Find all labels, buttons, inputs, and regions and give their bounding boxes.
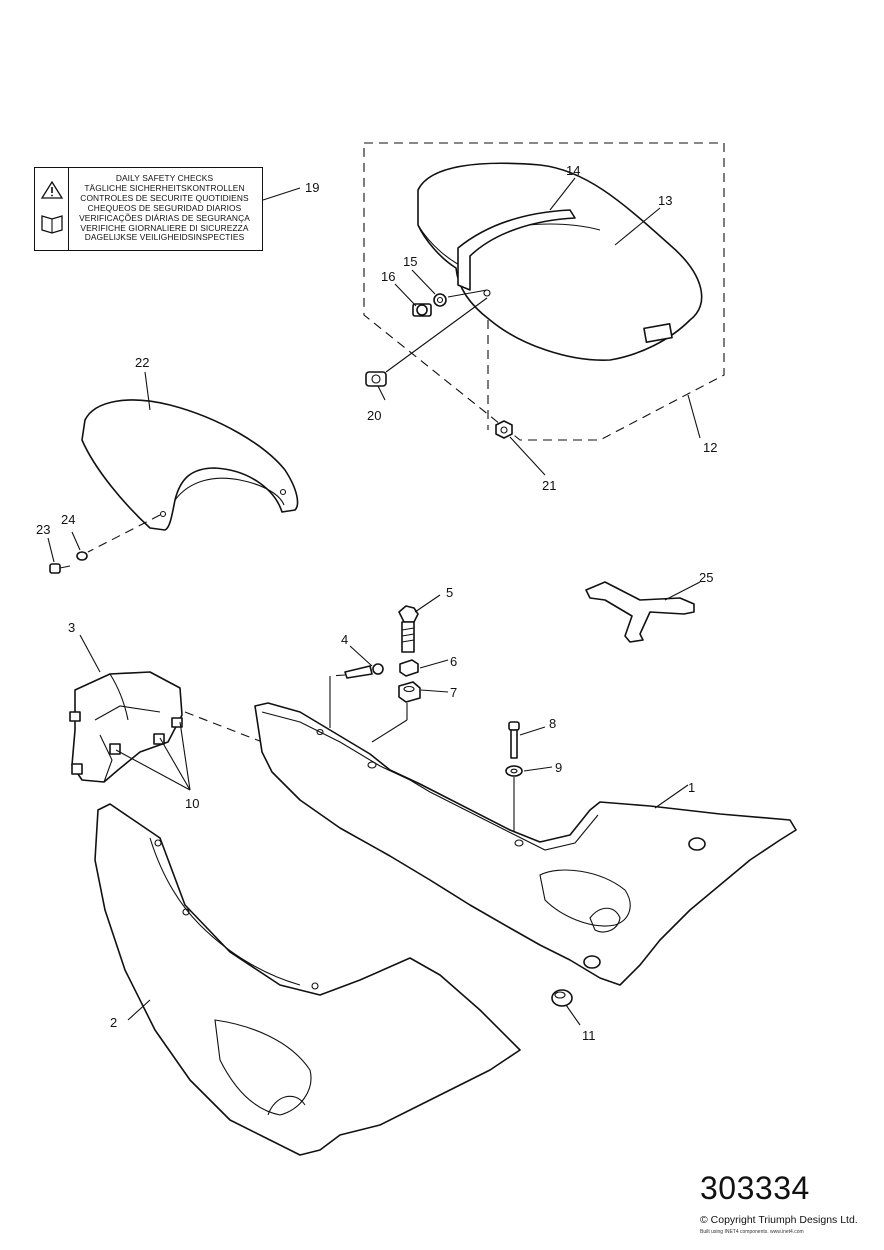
callout-11: 11	[582, 1028, 596, 1043]
diagram-reference-number: 303334	[700, 1170, 810, 1206]
seat-assembly-boundary	[363, 142, 725, 441]
label-line: CHEQUEOS DE SEGURIDAD DIARIOS	[87, 202, 242, 213]
callout-1: 1	[688, 780, 695, 795]
label-line: DAGELIJKSE VEILIGHEIDSINSPECTIES	[84, 232, 245, 243]
washer-9[interactable]	[505, 765, 523, 777]
callout-3: 3	[68, 620, 75, 635]
label-line: CONTROLES DE SECURITE QUOTIDIENS	[80, 192, 249, 203]
label-line: VERIFICHE GIORNALIERE DI SICUREZZA	[80, 222, 249, 233]
copyright-notice: © Copyright Triumph Designs Ltd.	[700, 1214, 858, 1226]
safety-checks-text: DAILY SAFETY CHECKS TÄGLICHE SICHERHEITS…	[71, 173, 258, 243]
label-line: DAILY SAFETY CHECKS	[115, 173, 214, 183]
callout-13: 13	[658, 193, 672, 208]
manual-book-icon	[41, 215, 63, 234]
built-with-note: Built using INET4 components. www.inet4.…	[700, 1229, 804, 1235]
callout-16: 16	[381, 269, 395, 284]
nut-21[interactable]	[495, 420, 513, 439]
callout-23: 23	[36, 522, 50, 537]
callout-5: 5	[446, 585, 453, 600]
callouts: 1 2 3 4 5 6 7 8 9 10 11 12 13 14 15 16 1…	[36, 163, 717, 1043]
grommet-11[interactable]	[551, 989, 573, 1007]
collar-6[interactable]	[399, 659, 419, 677]
side-panel-right[interactable]	[254, 702, 797, 986]
bolt-16[interactable]	[412, 303, 432, 317]
safety-checks-label: DAILY SAFETY CHECKS TÄGLICHE SICHERHEITS…	[34, 167, 263, 251]
leader-lines	[47, 177, 701, 1026]
callout-15: 15	[403, 254, 417, 269]
seat-strap[interactable]	[457, 209, 576, 291]
seat-cowl[interactable]	[81, 399, 299, 531]
label-line: TÄGLICHE SICHERHEITSKONTROLLEN	[84, 182, 245, 193]
callout-8: 8	[549, 716, 556, 731]
callout-9: 9	[555, 760, 562, 775]
screw-4[interactable]	[344, 663, 384, 679]
screw-23[interactable]	[49, 563, 71, 574]
callout-20: 20	[367, 408, 381, 423]
callout-4: 4	[341, 632, 348, 647]
tail-housing[interactable]	[69, 671, 183, 783]
grommet-7[interactable]	[398, 681, 421, 703]
washer-15[interactable]	[433, 293, 447, 307]
callout-6: 6	[450, 654, 457, 669]
callout-22: 22	[135, 355, 149, 370]
washer-24[interactable]	[76, 551, 88, 561]
callout-12: 12	[703, 440, 717, 455]
callout-25: 25	[699, 570, 713, 585]
callout-10: 10	[185, 796, 199, 811]
bolt-20[interactable]	[365, 371, 387, 387]
label-line: VERIFICAÇÕES DIÁRIAS DE SEGURANÇA	[79, 212, 250, 223]
bolt-5[interactable]	[398, 605, 419, 653]
screw-8[interactable]	[508, 721, 520, 759]
callout-14: 14	[566, 163, 580, 178]
side-panel-left[interactable]	[94, 803, 521, 1156]
warning-triangle-icon	[40, 180, 64, 199]
callout-21: 21	[542, 478, 556, 493]
bracket-25[interactable]	[585, 581, 695, 643]
callout-7: 7	[450, 685, 457, 700]
callout-24: 24	[61, 512, 75, 527]
callout-2: 2	[110, 1015, 117, 1030]
callout-19: 19	[305, 180, 319, 195]
